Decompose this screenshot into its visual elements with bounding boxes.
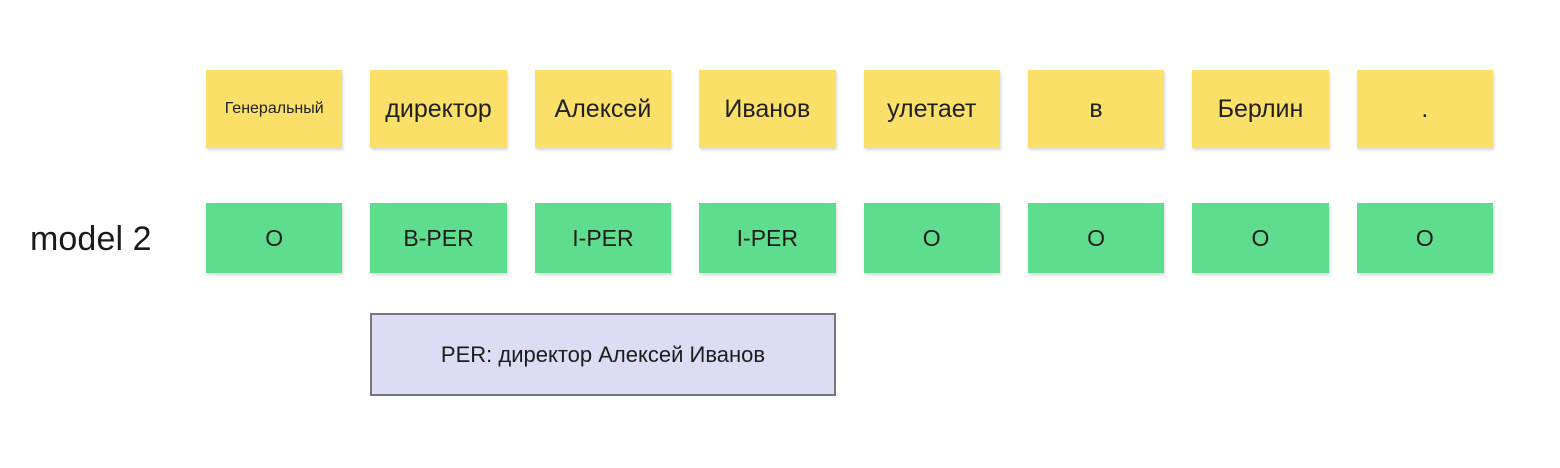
tag-box: O [1027,203,1165,273]
tag-box: I-PER [534,203,672,273]
token-box: в [1027,70,1165,148]
tag-box: B-PER [370,203,507,273]
tag-box: O [863,203,1000,273]
token-box: Берлин [1192,70,1329,148]
token-box: Иванов [699,70,836,148]
tag-row: O B-PER I-PER I-PER O O O O [206,203,1493,273]
token-box: Генеральный [206,70,343,148]
tag-box: O [206,203,343,273]
model-row-label: model 2 [30,220,152,258]
tag-box: I-PER [699,203,836,273]
token-box: . [1356,70,1493,148]
token-box: Алексей [534,70,672,148]
tag-box: O [1192,203,1329,273]
tag-box: O [1356,203,1493,273]
token-row: Генеральный директор Алексей Иванов улет… [206,70,1493,148]
token-box: директор [370,70,507,148]
entity-callout-box: PER: директор Алексей Иванов [370,313,836,396]
token-box: улетает [863,70,1000,148]
